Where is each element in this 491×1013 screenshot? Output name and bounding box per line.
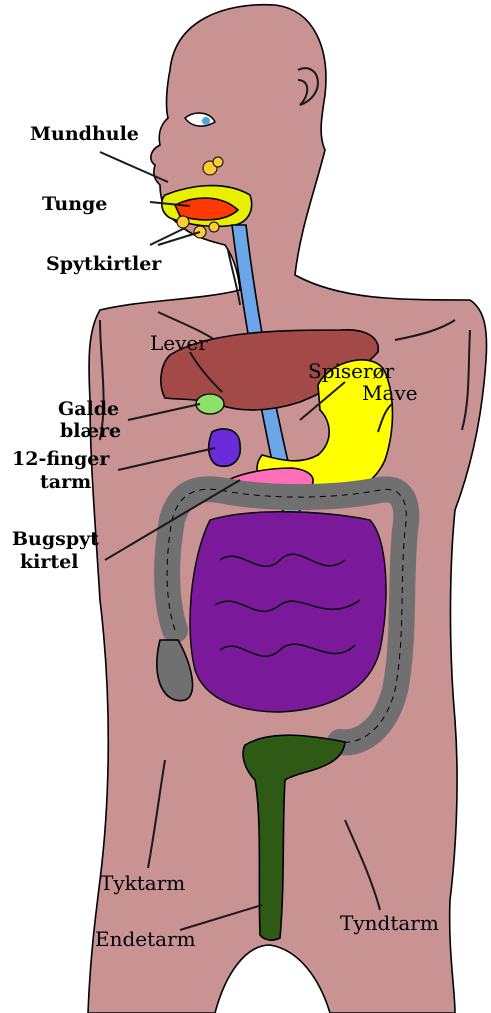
saliva-gland-top2 <box>213 157 223 167</box>
saliva-gland-low1 <box>177 216 189 228</box>
saliva-gland-low3 <box>209 222 219 232</box>
label-mundhule: Mundhule <box>30 123 139 145</box>
label-endetarm: Endetarm <box>95 927 196 951</box>
label-bugspyt-1: Bugspyt <box>12 528 99 550</box>
label-tunge: Tunge <box>42 193 107 215</box>
label-bugspyt-2: kirtel <box>20 551 78 573</box>
eye-iris <box>202 117 210 125</box>
label-spytkirtler: Spytkirtler <box>46 253 162 275</box>
small-intestine <box>190 512 386 712</box>
gallbladder <box>196 394 224 414</box>
label-finger-1: 12-finger <box>12 448 110 470</box>
label-mave: Mave <box>362 381 418 405</box>
label-tyndtarm: Tyndtarm <box>340 911 439 935</box>
label-galde-2: blære <box>60 420 121 442</box>
label-lever: Lever <box>150 331 208 355</box>
label-galde-1: Galde <box>58 398 119 420</box>
label-finger-2: tarm <box>40 471 91 493</box>
label-spiseror: Spiserør <box>308 359 395 383</box>
label-tyktarm: Tyktarm <box>100 871 185 895</box>
